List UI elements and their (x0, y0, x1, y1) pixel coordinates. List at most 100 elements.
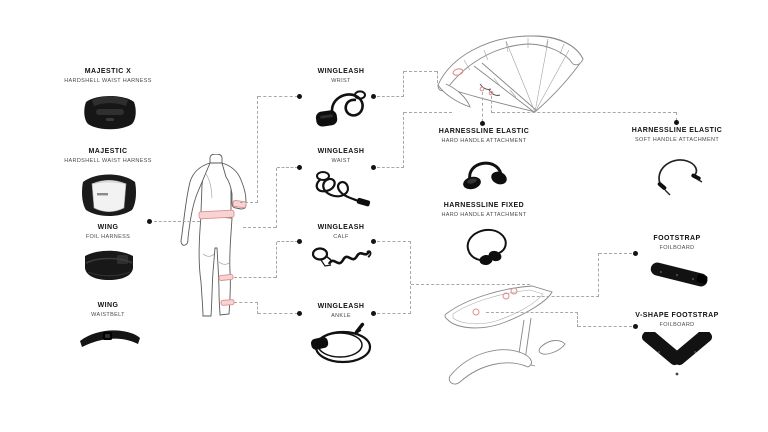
product-title: MAJESTIC X (84, 68, 132, 75)
connector-line (234, 277, 276, 278)
connector-dot (633, 251, 638, 256)
connector-dot (674, 120, 679, 125)
connector-line (598, 253, 599, 297)
product-title: HARNESSLINE ELASTIC (631, 127, 723, 134)
product-subtitle: WAIST (331, 157, 351, 164)
connector-line (234, 302, 258, 303)
connector-line (240, 202, 258, 203)
product-title: WING (97, 224, 119, 231)
connector-line (404, 112, 452, 113)
product-title: WINGLEASH (317, 68, 365, 75)
connector-line (578, 326, 632, 327)
connector-line (257, 302, 258, 314)
connector-line (403, 71, 404, 97)
connector-line (258, 96, 298, 97)
connector-dot (297, 239, 302, 244)
wingleash-wrist-image (314, 88, 370, 132)
product-subtitle: SOFT HANDLE ATTACHMENT (634, 136, 720, 143)
majestic-harness-image (80, 168, 138, 226)
connector-line (276, 168, 277, 228)
harnessline-elastic-soft-image (651, 152, 705, 198)
product-subtitle: WAISTBELT (91, 311, 125, 318)
connector-dot (371, 94, 376, 99)
connector-line (403, 112, 404, 168)
product-subtitle: HARDSHELL WAIST HARNESS (64, 77, 152, 84)
connector-dot (371, 311, 376, 316)
wetsuit-figure (176, 154, 256, 324)
connector-dot (371, 239, 376, 244)
connector-line (154, 221, 200, 222)
footstrap-image (647, 258, 711, 292)
connector-line (492, 112, 676, 113)
product-subtitle: HARD HANDLE ATTACHMENT (441, 211, 527, 218)
product-wing-waistbelt: WING WAISTBELT (38, 302, 178, 318)
product-wingleash-calf: WINGLEASH CALF (271, 224, 411, 240)
product-title: FOOTSTRAP (653, 235, 701, 242)
connector-line (437, 71, 438, 83)
product-subtitle: HARDSHELL WAIST HARNESS (64, 157, 152, 164)
connector-dot (297, 165, 302, 170)
connector-line (599, 253, 632, 254)
wingleash-calf-image (311, 243, 373, 277)
wingleash-ankle-image (309, 320, 375, 368)
connector-line (410, 241, 411, 314)
harnessline-elastic-hard-image (459, 150, 509, 194)
wing-foil-harness-image (82, 246, 136, 282)
wing-figure (436, 24, 616, 120)
connector-dot (147, 219, 152, 224)
connector-dot (480, 121, 485, 126)
connector-line (411, 284, 530, 285)
majestic-x-harness-image (82, 90, 138, 132)
connector-line (577, 312, 578, 327)
product-subtitle: ANKLE (331, 312, 351, 319)
product-title: WING (97, 302, 119, 309)
product-title: HARNESSLINE ELASTIC (438, 128, 530, 135)
connector-line (277, 167, 298, 168)
product-harnessline-fixed: HARNESSLINE FIXED HARD HANDLE ATTACHMENT (414, 202, 554, 218)
connector-line (522, 296, 599, 297)
connector-line (404, 71, 437, 72)
product-v-shape-footstrap: V-SHAPE FOOTSTRAP FOILBOARD (607, 312, 747, 328)
connector-line (277, 241, 298, 242)
product-subtitle: CALF (333, 233, 349, 240)
v-shape-footstrap-image (639, 332, 715, 388)
connector-line (276, 242, 277, 278)
wing-waistbelt-image (78, 324, 142, 352)
connector-line (377, 313, 411, 314)
product-subtitle: FOILBOARD (659, 321, 695, 328)
product-title: HARNESSLINE FIXED (443, 202, 525, 209)
connector-line (486, 312, 578, 313)
foilboard-figure (436, 276, 602, 402)
wingleash-waist-image (313, 169, 371, 209)
product-wingleash-ankle: WINGLEASH ANKLE (271, 303, 411, 319)
connector-line (377, 241, 411, 242)
product-title: V-SHAPE FOOTSTRAP (635, 312, 719, 319)
harnessline-fixed-image (459, 222, 511, 268)
connector-dot (297, 311, 302, 316)
connector-line (257, 96, 258, 203)
product-harnessline-elastic-soft: HARNESSLINE ELASTIC SOFT HANDLE ATTACHME… (607, 127, 747, 143)
product-title: MAJESTIC (88, 148, 128, 155)
product-subtitle: FOIL HARNESS (85, 233, 131, 240)
connector-line (482, 92, 483, 122)
product-title: WINGLEASH (317, 148, 365, 155)
product-majestic-x: MAJESTIC X HARDSHELL WAIST HARNESS (38, 68, 178, 84)
connector-line (491, 96, 492, 113)
product-footstrap: FOOTSTRAP FOILBOARD (607, 235, 747, 251)
product-harnessline-elastic-hard: HARNESSLINE ELASTIC HARD HANDLE ATTACHME… (414, 128, 554, 144)
product-title: WINGLEASH (317, 224, 365, 231)
connector-dot (633, 324, 638, 329)
product-wing-foil-harness: WING FOIL HARNESS (38, 224, 178, 240)
connector-line (377, 96, 404, 97)
product-majestic: MAJESTIC HARDSHELL WAIST HARNESS (38, 148, 178, 164)
product-wingleash-waist: WINGLEASH WAIST (271, 148, 411, 164)
product-subtitle: HARD HANDLE ATTACHMENT (441, 137, 527, 144)
product-subtitle: WRIST (331, 77, 351, 84)
connector-dot (371, 165, 376, 170)
connector-line (676, 112, 677, 121)
connector-dot (297, 94, 302, 99)
connector-line (243, 227, 276, 228)
connector-line (258, 313, 298, 314)
product-wingleash-wrist: WINGLEASH WRIST (271, 68, 411, 84)
